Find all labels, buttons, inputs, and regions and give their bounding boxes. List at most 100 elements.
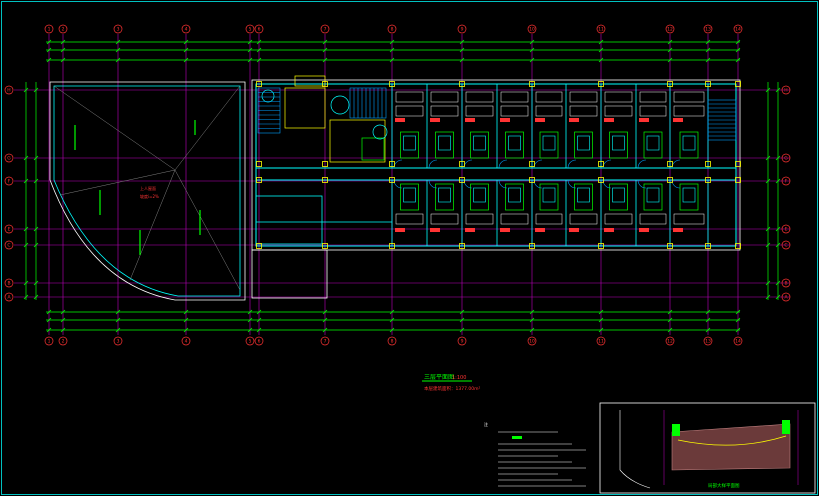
axis-bubble-top-7: 7 bbox=[320, 24, 330, 34]
axis-bubble-right-E: E bbox=[781, 224, 791, 234]
svg-text:2: 2 bbox=[62, 339, 65, 345]
axis-bubble-top-3: 3 bbox=[113, 24, 123, 34]
axis-bubble-bottom-14: 14 bbox=[733, 336, 743, 346]
drawing-scale: 1:100 bbox=[452, 375, 466, 381]
svg-text:7: 7 bbox=[324, 27, 327, 33]
notes-block: 注 bbox=[484, 421, 586, 487]
axis-bubbles-right: H G F E C B A bbox=[781, 85, 791, 302]
svg-text:3: 3 bbox=[117, 27, 120, 33]
axis-bubble-top-6: 6 bbox=[254, 24, 264, 34]
axis-bubble-left-G: G bbox=[4, 153, 14, 163]
side-dimension-lines bbox=[25, 82, 779, 300]
svg-text:F: F bbox=[785, 179, 788, 185]
axis-bubble-left-F: F bbox=[4, 176, 14, 186]
axis-bubble-top-12: 12 bbox=[665, 24, 675, 34]
svg-text:C: C bbox=[784, 243, 787, 249]
axis-bubble-left-B: B bbox=[4, 278, 14, 288]
axis-bubble-bottom-11: 11 bbox=[596, 336, 606, 346]
axis-bubble-top-4: 4 bbox=[181, 24, 191, 34]
axis-bubble-top-10: 10 bbox=[527, 24, 537, 34]
columns bbox=[256, 81, 741, 249]
svg-text:9: 9 bbox=[461, 339, 464, 345]
svg-text:12: 12 bbox=[667, 27, 673, 33]
main-building bbox=[251, 79, 741, 299]
axis-bubble-right-H: H bbox=[781, 85, 791, 95]
axis-bubble-bottom-8: 8 bbox=[387, 336, 397, 346]
top-dimension-lines bbox=[46, 41, 740, 61]
floor-area-label: 本层建筑面积：1377.00m² bbox=[424, 385, 480, 392]
vertical-axis-lines bbox=[48, 34, 739, 335]
axis-bubble-bottom-13: 13 bbox=[703, 336, 713, 346]
svg-text:13: 13 bbox=[705, 27, 711, 33]
svg-text:14: 14 bbox=[735, 339, 741, 345]
svg-text:5: 5 bbox=[249, 339, 252, 345]
svg-text:4: 4 bbox=[185, 27, 188, 33]
axis-bubble-top-9: 9 bbox=[457, 24, 467, 34]
svg-text:1: 1 bbox=[48, 27, 51, 33]
axis-bubble-right-C: C bbox=[781, 240, 791, 250]
axis-bubble-bottom-1: 1 bbox=[44, 336, 54, 346]
svg-text:G: G bbox=[7, 156, 11, 162]
axis-bubble-top-5: 5 bbox=[245, 24, 255, 34]
inset-detail: 局部大样平面图 bbox=[599, 402, 816, 494]
axis-bubble-top-11: 11 bbox=[596, 24, 606, 34]
axis-bubble-bottom-4: 4 bbox=[181, 336, 191, 346]
svg-text:上人屋面: 上人屋面 bbox=[140, 185, 156, 191]
axis-bubble-right-A: A bbox=[781, 292, 791, 302]
axis-bubble-top-1: 1 bbox=[44, 24, 54, 34]
svg-text:H: H bbox=[784, 88, 787, 94]
stair-center bbox=[349, 87, 387, 119]
svg-text:11: 11 bbox=[598, 27, 604, 33]
svg-text:4: 4 bbox=[185, 339, 188, 345]
svg-text:6: 6 bbox=[258, 339, 261, 345]
axis-bubble-left-E: E bbox=[4, 224, 14, 234]
svg-text:11: 11 bbox=[598, 339, 604, 345]
inset-title: 局部大样平面图 bbox=[708, 482, 740, 489]
bottom-dimension-lines bbox=[46, 311, 740, 331]
svg-text:F: F bbox=[8, 179, 11, 185]
axis-bubble-bottom-9: 9 bbox=[457, 336, 467, 346]
svg-text:2: 2 bbox=[62, 27, 65, 33]
axis-bubble-bottom-2: 2 bbox=[58, 336, 68, 346]
axis-bubble-right-G: G bbox=[781, 153, 791, 163]
stair-right bbox=[707, 99, 737, 141]
axis-bubble-bottom-6: 6 bbox=[254, 336, 264, 346]
svg-text:E: E bbox=[785, 227, 788, 233]
axis-bubble-top-8: 8 bbox=[387, 24, 397, 34]
svg-text:9: 9 bbox=[461, 27, 464, 33]
stair-left bbox=[257, 87, 281, 134]
axis-bubble-left-C: C bbox=[4, 240, 14, 250]
svg-text:13: 13 bbox=[705, 339, 711, 345]
svg-text:8: 8 bbox=[391, 27, 394, 33]
svg-text:10: 10 bbox=[529, 339, 535, 345]
axis-bubble-top-2: 2 bbox=[58, 24, 68, 34]
svg-text:7: 7 bbox=[324, 339, 327, 345]
svg-text:B: B bbox=[784, 281, 787, 287]
svg-text:H: H bbox=[7, 88, 10, 94]
svg-text:6: 6 bbox=[258, 27, 261, 33]
svg-text:14: 14 bbox=[735, 27, 741, 33]
svg-text:1: 1 bbox=[48, 339, 51, 345]
axis-bubble-right-B: B bbox=[781, 278, 791, 288]
axis-bubble-left-A: A bbox=[4, 292, 14, 302]
axis-bubble-bottom-10: 10 bbox=[527, 336, 537, 346]
room-partitions bbox=[256, 75, 741, 249]
svg-text:8: 8 bbox=[391, 339, 394, 345]
svg-text:A: A bbox=[7, 295, 11, 301]
svg-text:12: 12 bbox=[667, 339, 673, 345]
axis-bubble-bottom-5: 5 bbox=[245, 336, 255, 346]
svg-text:A: A bbox=[784, 295, 788, 301]
svg-text:5: 5 bbox=[249, 27, 252, 33]
svg-text:C: C bbox=[7, 243, 10, 249]
axis-bubble-left-H: H bbox=[4, 85, 14, 95]
svg-text:10: 10 bbox=[529, 27, 535, 33]
notes-heading: 注 bbox=[484, 421, 488, 427]
svg-text:G: G bbox=[784, 156, 788, 162]
axis-bubble-bottom-3: 3 bbox=[113, 336, 123, 346]
svg-text:坡度i=2%: 坡度i=2% bbox=[140, 193, 159, 199]
dimension-ticks bbox=[23, 39, 781, 333]
curved-hall: 上人屋面 坡度i=2% bbox=[49, 81, 246, 301]
